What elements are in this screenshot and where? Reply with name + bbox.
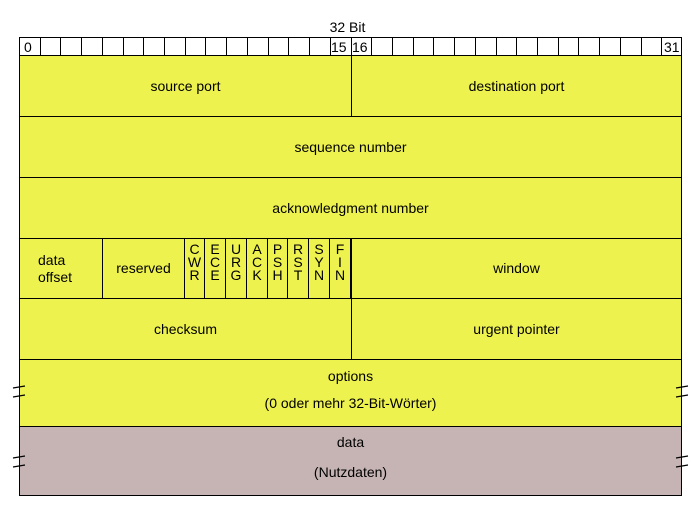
checksum-label: checksum <box>153 320 218 337</box>
bit-tick-2 <box>60 37 61 56</box>
urgent-pointer-label: urgent pointer <box>473 320 560 337</box>
bit-tick-7 <box>164 37 165 56</box>
flag-letter: T <box>293 267 303 283</box>
reserved-field: reserved <box>102 238 185 299</box>
flag-letter: E <box>210 267 220 283</box>
flag-letter: E <box>210 241 220 257</box>
bit-tick-23 <box>496 37 497 56</box>
bit-tick-10 <box>226 37 227 56</box>
options-right-break-mark <box>675 385 689 398</box>
bit-tick-24 <box>516 37 517 56</box>
acknowledgment-number-label: acknowledgment number <box>272 199 429 216</box>
urgent-pointer-field: urgent pointer <box>351 298 682 360</box>
bit-tick-5 <box>123 37 124 56</box>
flag-letter: N <box>334 267 346 283</box>
bit-tick-15 <box>330 37 331 56</box>
acknowledgment-number-field: acknowledgment number <box>19 177 682 239</box>
source-port-field: source port <box>19 55 352 117</box>
options-left-break-mark <box>12 385 26 398</box>
bit-tick-3 <box>81 37 82 56</box>
bit-tick-21 <box>454 37 455 56</box>
data-field: data (Nutzdaten) <box>19 426 682 496</box>
flag-letter: H <box>272 267 283 283</box>
flag-letter: A <box>252 241 262 257</box>
bit-tick-25 <box>537 37 538 56</box>
bit-tick-1 <box>40 37 41 56</box>
bit-label-0: 0 <box>24 39 32 55</box>
data-offset-text: data offset <box>38 252 72 286</box>
data-right-break-mark <box>675 455 689 468</box>
bit-tick-20 <box>433 37 434 56</box>
source-port-label: source port <box>150 77 221 94</box>
data-note: (Nutzdaten) <box>313 464 388 480</box>
bit-tick-19 <box>413 37 414 56</box>
sequence-number-label: sequence number <box>294 138 407 155</box>
window-field: window <box>351 238 682 299</box>
checksum-field: checksum <box>19 298 352 360</box>
flag-letter: C <box>189 241 200 257</box>
window-label: window <box>493 260 540 276</box>
data-offset-line1: data <box>38 251 66 268</box>
bit-label-16: 16 <box>352 39 368 55</box>
sequence-number-field: sequence number <box>19 116 682 178</box>
destination-port-label: destination port <box>468 77 565 94</box>
bit-tick-31 <box>661 37 662 56</box>
flag-letter: S <box>293 254 303 270</box>
bit-tick-26 <box>558 37 559 56</box>
bit-tick-16 <box>351 37 352 56</box>
flag-letter: F <box>335 241 345 257</box>
bit-tick-27 <box>578 37 579 56</box>
bit-tick-12 <box>268 37 269 56</box>
bit-tick-4 <box>102 37 103 56</box>
flag-letter: C <box>251 254 263 270</box>
options-label: options <box>327 368 374 384</box>
data-left-break-mark <box>12 455 26 468</box>
bit-tick-30 <box>641 37 642 56</box>
options-note: (0 oder mehr 32-Bit-Wörter) <box>264 395 437 411</box>
options-field: options (0 oder mehr 32-Bit-Wörter) <box>19 359 682 427</box>
bit-tick-11 <box>247 37 248 56</box>
flag-letter: S <box>314 241 324 257</box>
flag-letter: C <box>209 254 221 270</box>
flag-letter: I <box>338 254 342 270</box>
reserved-label: reserved <box>116 260 171 276</box>
flag-letter: U <box>230 241 242 257</box>
flag-letter: G <box>230 267 242 283</box>
bit-tick-17 <box>371 37 372 56</box>
bit-tick-13 <box>288 37 289 56</box>
bit-tick-18 <box>392 37 393 56</box>
flag-letter: W <box>187 254 202 270</box>
bit-label-31: 31 <box>664 39 680 55</box>
flag-letter: R <box>230 254 242 270</box>
bit-width-title: 32 Bit <box>329 19 366 35</box>
flag-letter: K <box>252 267 262 283</box>
bit-tick-29 <box>620 37 621 56</box>
flag-letter: P <box>272 241 283 257</box>
data-offset-line2: offset <box>38 268 72 285</box>
data-offset-field: data offset <box>19 238 103 299</box>
bit-tick-28 <box>599 37 600 56</box>
bit-tick-9 <box>205 37 206 56</box>
flag-letter: Y <box>314 254 324 270</box>
bit-tick-6 <box>143 37 144 56</box>
bit-tick-14 <box>309 37 310 56</box>
data-label: data <box>336 434 365 450</box>
bit-label-15: 15 <box>331 39 347 55</box>
destination-port-field: destination port <box>351 55 682 117</box>
bit-tick-22 <box>475 37 476 56</box>
flag-letter: N <box>313 267 325 283</box>
flag-letter: R <box>189 267 200 283</box>
bit-tick-8 <box>185 37 186 56</box>
flag-letter: S <box>272 254 283 270</box>
flag-letter: R <box>292 241 304 257</box>
